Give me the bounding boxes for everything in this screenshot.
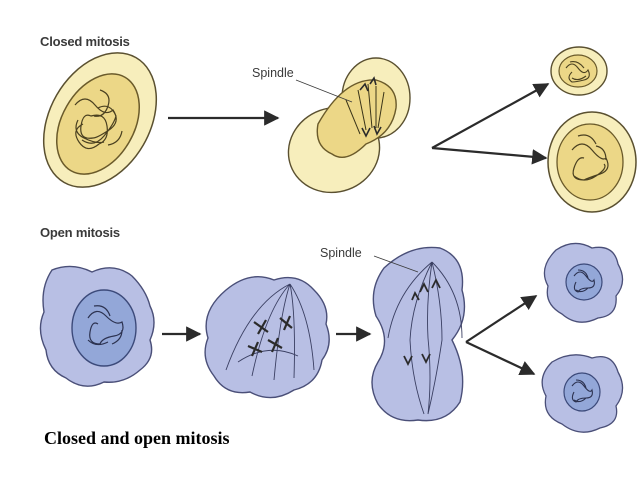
arrow-open-4 [465,341,536,376]
figure-caption: Closed and open mitosis [44,428,230,448]
arrow-closed-2 [431,83,550,149]
open-cell-prometaphase [204,276,330,399]
arrow-closed-3 [431,146,548,165]
closed-cell-interphase [42,52,158,188]
closed-daughter-small [550,46,608,96]
heading-closed-mitosis: Closed mitosis [40,34,130,49]
spindle-pointer-closed [295,79,353,103]
open-cell-anaphase [371,246,466,422]
closed-daughter-large [547,111,637,213]
closed-cell-dividing [287,57,411,194]
label-spindle-closed: Spindle [252,66,294,80]
heading-open-mitosis: Open mitosis [40,225,120,240]
open-daughter-bottom [541,354,624,433]
spindle-pointer-open [373,255,419,273]
arrow-open-3 [465,295,538,343]
open-daughter-top [543,242,624,323]
open-cell-interphase [39,265,155,387]
label-spindle-open: Spindle [320,246,362,260]
